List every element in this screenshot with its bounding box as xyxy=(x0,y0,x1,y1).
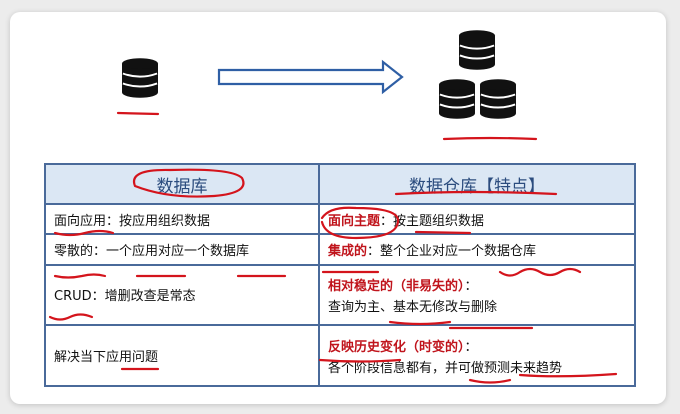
table-row: 解决当下应用问题 反映历史变化（时变的）：各个阶段信息都有，并可做预测未来趋势 xyxy=(44,324,636,387)
table-cell: CRUD：增删改查是常态 xyxy=(44,263,320,327)
table-cell: 零散的：一个应用对应一个数据库 xyxy=(44,233,320,266)
table-cell: 解决当下应用问题 xyxy=(44,324,320,387)
comparison-table: 数据库 数据仓库【特点】 面向应用：按应用组织数据 面向主题：按主题组织数据 零… xyxy=(44,163,636,387)
table-header-row: 数据库 数据仓库【特点】 xyxy=(44,163,636,205)
table-cell: 相对稳定的（非易失的）：查询为主、基本无修改与删除 xyxy=(318,263,636,327)
table-row: 零散的：一个应用对应一个数据库 集成的：整个企业对应一个数据仓库 xyxy=(44,233,636,266)
header-data-warehouse: 数据仓库【特点】 xyxy=(318,163,636,205)
table-row: CRUD：增删改查是常态 相对稳定的（非易失的）：查询为主、基本无修改与删除 xyxy=(44,263,636,327)
table-cell: 反映历史变化（时变的）：各个阶段信息都有，并可做预测未来趋势 xyxy=(318,324,636,387)
diagram xyxy=(121,29,517,120)
database-icon xyxy=(121,57,159,99)
database-stack-icon xyxy=(438,29,517,120)
right-arrow-icon xyxy=(217,59,404,95)
header-database: 数据库 xyxy=(44,163,320,205)
table-cell: 面向应用：按应用组织数据 xyxy=(44,202,320,236)
table-cell: 面向主题：按主题组织数据 xyxy=(318,202,636,236)
table-cell: 集成的：整个企业对应一个数据仓库 xyxy=(318,233,636,266)
table-row: 面向应用：按应用组织数据 面向主题：按主题组织数据 xyxy=(44,202,636,236)
